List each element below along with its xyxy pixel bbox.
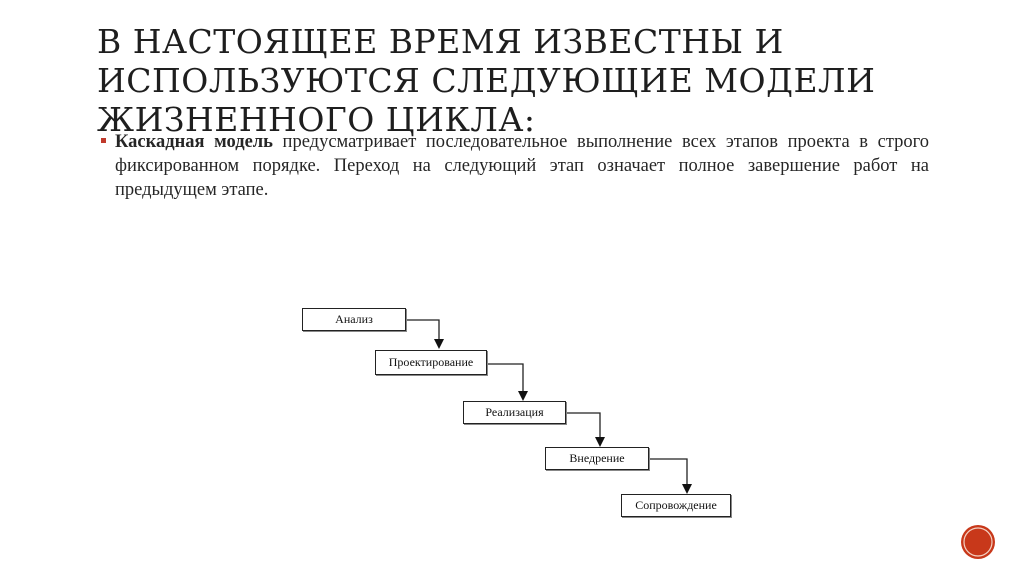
stage-implementation: Реализация: [463, 401, 566, 424]
bullet-square-icon: [101, 138, 106, 143]
bullet-term: Каскадная модель: [115, 132, 273, 152]
slide-title: В НАСТОЯЩЕЕ ВРЕМЯ ИЗВЕСТНЫ И ИСПОЛЬЗУЮТС…: [97, 22, 876, 139]
stage-design: Проектирование: [375, 350, 487, 375]
connector-arrow: [566, 412, 601, 437]
bullet-description: предусматривает последовательное выполне…: [115, 132, 930, 200]
slide-nav-circle-icon[interactable]: [960, 524, 996, 560]
connector-arrow: [406, 319, 440, 339]
connector-arrow: [488, 363, 524, 391]
stage-deployment: Внедрение: [545, 447, 649, 470]
connector-arrow: [649, 458, 688, 484]
bullet-item: Каскадная модель предусматривает последо…: [101, 130, 929, 202]
stage-maintenance: Сопровождение: [621, 494, 731, 517]
bullet-text: Каскадная модель предусматривает последо…: [115, 130, 929, 202]
stage-analysis: Анализ: [302, 308, 406, 331]
